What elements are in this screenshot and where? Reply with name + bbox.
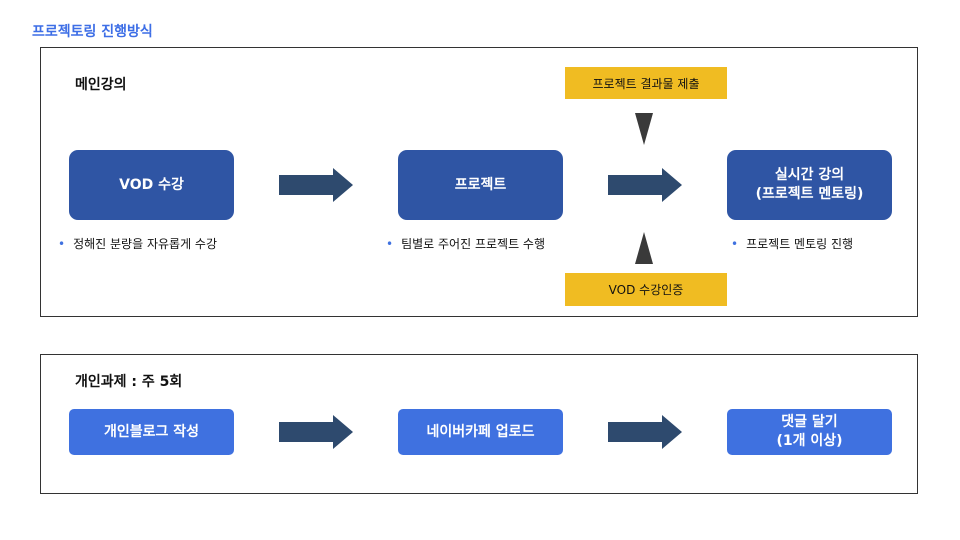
bullet-icon: • — [386, 237, 394, 251]
vod-certification-note: VOD 수강인증 — [565, 273, 727, 306]
project-step-bullet-text: 팀별로 주어진 프로젝트 수행 — [401, 237, 546, 251]
bullet-icon: • — [731, 237, 739, 251]
flow-arrow-icon — [279, 415, 353, 449]
up-triangle-icon — [635, 232, 653, 264]
submit-result-note: 프로젝트 결과물 제출 — [565, 67, 727, 99]
comment-step-box: 댓글 달기 (1개 이상) — [727, 409, 892, 455]
project-step-box: 프로젝트 — [398, 150, 563, 220]
personal-assignment-label: 개인과제 : 주 5회 — [75, 374, 183, 390]
main-lecture-label: 메인강의 — [75, 77, 127, 93]
flow-arrow-icon — [279, 168, 353, 202]
live-lecture-step-box: 실시간 강의 (프로젝트 멘토링) — [727, 150, 892, 220]
live-lecture-step-bullet-text: 프로젝트 멘토링 진행 — [746, 237, 854, 251]
bullet-icon: • — [58, 237, 66, 251]
vod-step-bullet: • 정해진 분량을 자유롭게 수강 — [58, 235, 217, 252]
flow-arrow-icon — [608, 168, 682, 202]
vod-step-bullet-text: 정해진 분량을 자유롭게 수강 — [73, 237, 218, 251]
cafe-upload-step-box: 네이버카페 업로드 — [398, 409, 563, 455]
flow-arrow-icon — [608, 415, 682, 449]
project-step-bullet: • 팀별로 주어진 프로젝트 수행 — [386, 235, 545, 252]
live-lecture-step-bullet: • 프로젝트 멘토링 진행 — [731, 235, 853, 252]
page-title: 프로젝토링 진행방식 — [32, 24, 153, 40]
vod-step-box: VOD 수강 — [69, 150, 234, 220]
down-triangle-icon — [635, 113, 653, 145]
blog-post-step-box: 개인블로그 작성 — [69, 409, 234, 455]
